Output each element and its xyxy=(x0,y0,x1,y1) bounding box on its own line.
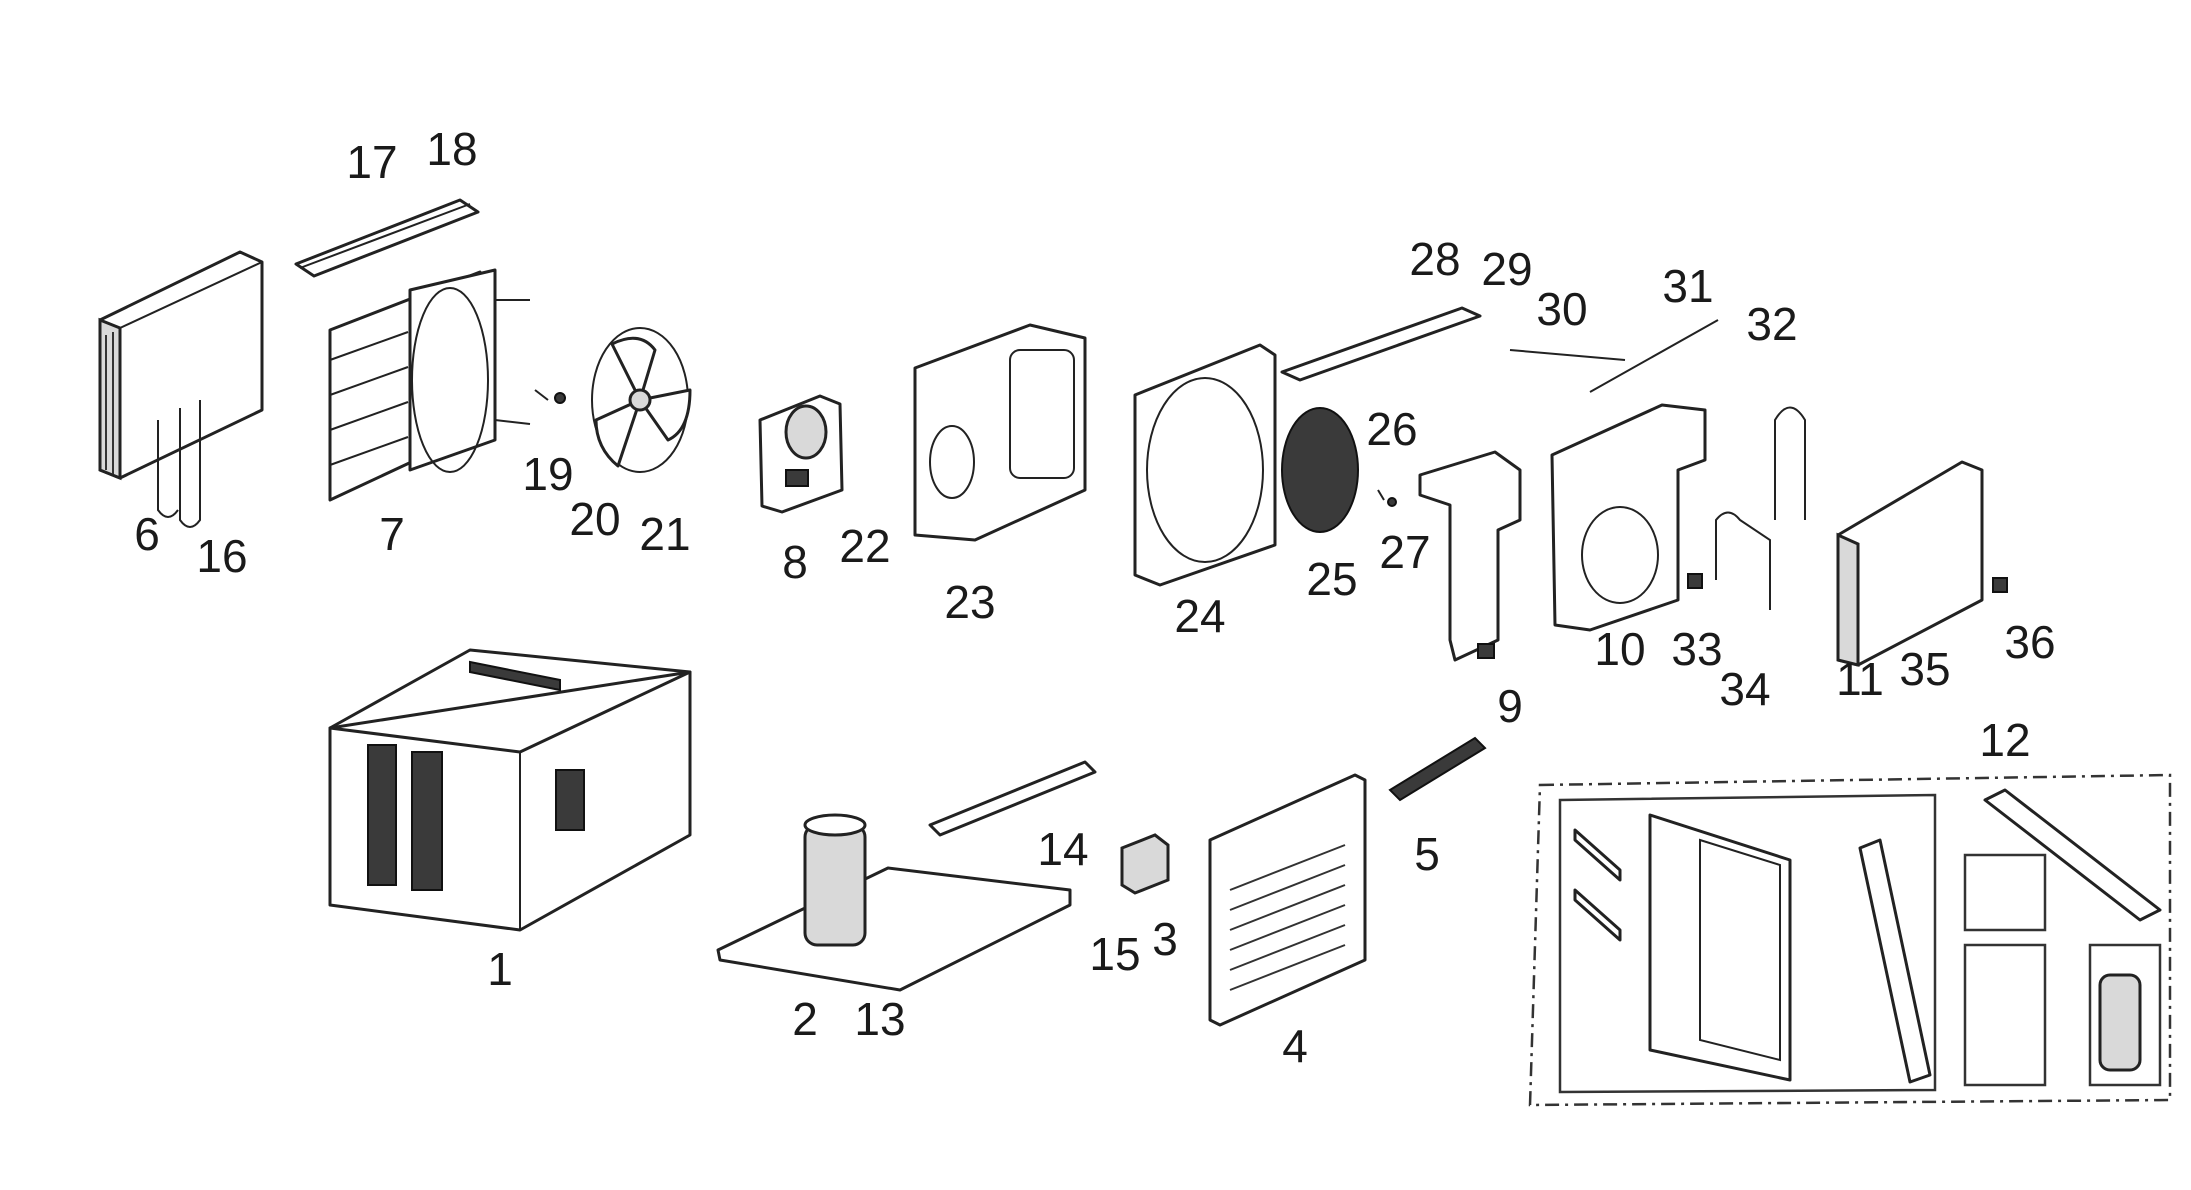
part-24-evaporator-shroud xyxy=(1133,343,1277,587)
callout-12: 12 xyxy=(1979,714,2030,766)
callout-4: 4 xyxy=(1282,1020,1308,1072)
part-32-capillary-tube xyxy=(1774,406,1806,520)
part-7-shroud xyxy=(328,268,531,502)
callout-31: 31 xyxy=(1662,260,1713,312)
callout-6: 6 xyxy=(134,508,160,560)
callout-22: 22 xyxy=(839,520,890,572)
part-27-nut xyxy=(1387,497,1397,507)
part-20-nut xyxy=(554,392,566,404)
part-19-washer xyxy=(534,389,549,401)
callout-35: 35 xyxy=(1899,643,1950,695)
callout-33: 33 xyxy=(1671,623,1722,675)
part-2-base-pan xyxy=(716,813,1072,992)
callout-32: 32 xyxy=(1746,298,1797,350)
part-31-rod xyxy=(1589,319,1719,393)
callout-10: 10 xyxy=(1594,623,1645,675)
callout-15: 15 xyxy=(1089,928,1140,980)
part-33-sensor xyxy=(1687,573,1703,589)
callout-19: 19 xyxy=(522,448,573,500)
callout-27: 27 xyxy=(1379,526,1430,578)
callout-labels: 1 2 3 4 5 6 7 8 9 10 11 12 13 14 15 16 1… xyxy=(134,123,2055,1072)
part-8-fan-motor xyxy=(758,394,844,514)
callout-14: 14 xyxy=(1037,823,1088,875)
callout-30: 30 xyxy=(1536,283,1587,335)
part-26-clip xyxy=(1377,489,1385,501)
part-36-clip xyxy=(1992,577,2008,593)
callout-2: 2 xyxy=(792,993,818,1045)
part-10-air-duct xyxy=(1550,403,1707,632)
callout-23: 23 xyxy=(944,576,995,628)
part-1-cabinet xyxy=(328,648,692,932)
callout-36: 36 xyxy=(2004,616,2055,668)
callout-11: 11 xyxy=(1836,653,1884,705)
part-34-tubing xyxy=(1715,511,1771,610)
part-28-upper-plate xyxy=(1280,306,1482,382)
part-11-evaporator-coil xyxy=(1836,460,1984,667)
callout-25: 25 xyxy=(1306,553,1357,605)
part-15-capacitor xyxy=(1120,833,1170,895)
part-12-installation-kit xyxy=(1528,773,2172,1107)
callout-8: 8 xyxy=(782,536,808,588)
part-4-front-grille xyxy=(1208,773,1367,1027)
part-5-air-filter xyxy=(1388,736,1487,802)
callout-20: 20 xyxy=(569,493,620,545)
callout-16: 16 xyxy=(196,530,247,582)
part-25-blower-wheel xyxy=(1281,407,1359,533)
part-17-top-plate xyxy=(294,198,480,278)
callout-17: 17 xyxy=(346,136,397,188)
callout-24: 24 xyxy=(1174,590,1225,642)
callout-13: 13 xyxy=(854,993,905,1045)
callout-29: 29 xyxy=(1481,243,1532,295)
part-14-drain-channel xyxy=(928,760,1097,837)
part-30-rod xyxy=(1509,349,1626,361)
part-16-tubing xyxy=(157,400,201,528)
callout-26: 26 xyxy=(1366,403,1417,455)
callout-9: 9 xyxy=(1497,680,1523,732)
part-6-condenser-coil xyxy=(98,250,264,481)
callout-21: 21 xyxy=(639,508,690,560)
callout-34: 34 xyxy=(1719,663,1770,715)
callout-1: 1 xyxy=(487,943,513,995)
callout-18: 18 xyxy=(426,123,477,175)
callout-7: 7 xyxy=(379,508,405,560)
part-9-control-box xyxy=(1418,450,1522,662)
callout-28: 28 xyxy=(1409,233,1460,285)
callout-5: 5 xyxy=(1414,828,1440,880)
part-23-partition-panel xyxy=(913,323,1087,542)
callout-3: 3 xyxy=(1152,913,1178,965)
part-21-fan-blade xyxy=(591,327,692,473)
